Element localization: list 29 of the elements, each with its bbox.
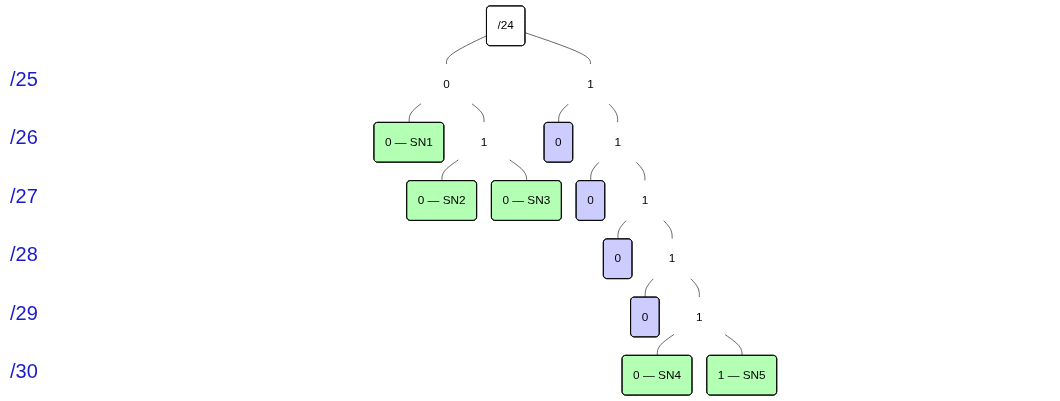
connector — [445, 35, 487, 65]
node-text: 1 — [695, 310, 703, 323]
level-label: /27 — [10, 184, 39, 208]
connector — [590, 161, 600, 182]
node-text: 0 — [442, 77, 450, 90]
connector — [558, 103, 569, 124]
node-text: 1 — [480, 135, 487, 149]
connector — [508, 159, 527, 182]
connector — [724, 334, 743, 357]
level-label: /29 — [10, 301, 39, 325]
connector — [524, 32, 591, 65]
level-label: /26 — [10, 126, 39, 150]
node-text: 1 — [614, 135, 621, 149]
connector — [441, 159, 459, 182]
connector — [644, 278, 654, 298]
connector — [662, 220, 673, 240]
connector — [617, 220, 627, 240]
connector — [635, 161, 645, 181]
connector — [656, 334, 675, 357]
connector — [408, 103, 422, 124]
level-label: /25 — [10, 67, 39, 91]
connector — [608, 103, 618, 123]
level-label: /30 — [10, 360, 39, 384]
connector — [690, 278, 700, 298]
node-text: 1 — [641, 193, 648, 207]
node-text: 1 — [586, 77, 594, 90]
level-label: /28 — [10, 243, 39, 267]
connector — [471, 103, 485, 123]
node-text: 1 — [668, 252, 676, 265]
